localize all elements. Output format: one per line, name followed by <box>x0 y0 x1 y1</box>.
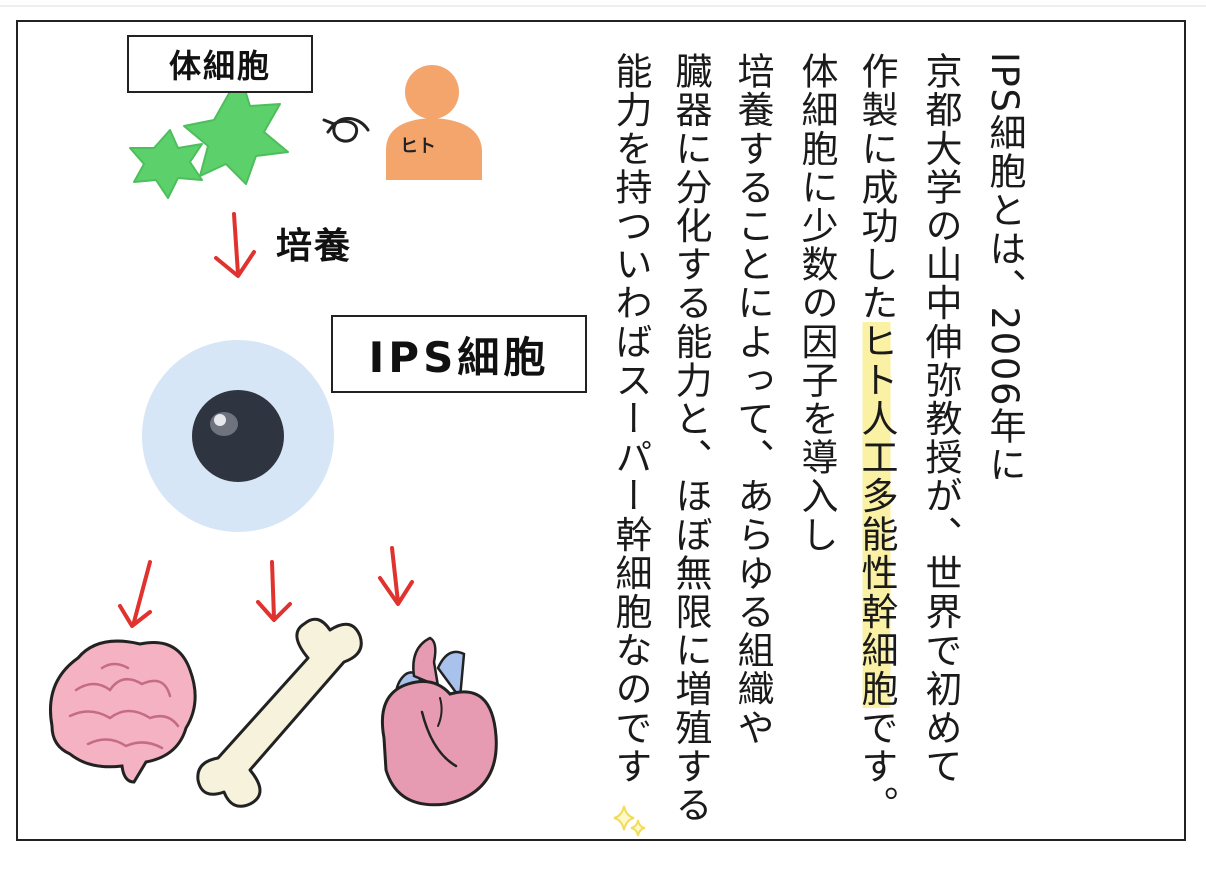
text-line-1: IPS細胞とは、2006年に <box>974 52 1034 484</box>
text-line-5: 培養することによって、あらゆる組織や <box>722 52 782 747</box>
top-divider <box>0 5 1206 7</box>
brain-icon <box>50 641 195 782</box>
human-figure-icon <box>386 65 482 180</box>
human-label: ヒト <box>400 132 436 158</box>
bone-icon <box>198 619 361 806</box>
sparkle-icon <box>610 802 650 842</box>
text-line-7: 能力を持ついわばスーパー幹細胞なのです <box>600 52 660 785</box>
down-arrow-icon <box>216 214 254 276</box>
text-line-3-before: 作製に成功した <box>855 52 898 322</box>
highlight-term: ヒト人工多能性幹細胞 <box>855 322 898 708</box>
text-line-3: 作製に成功したヒト人工多能性幹細胞です。 <box>846 52 906 824</box>
text-line-3-after: です。 <box>855 708 898 824</box>
ips-cell-icon <box>142 340 334 532</box>
culture-label: 培養 <box>276 217 352 269</box>
ips-cell-label: IPS細胞 <box>331 315 587 393</box>
down-arrow-icon <box>120 548 412 626</box>
heart-icon <box>382 638 496 805</box>
text-line-6: 臓器に分化する能力と、ほぼ無限に増殖する <box>660 52 720 824</box>
text-line-4: 体細胞に少数の因子を導入し <box>786 52 846 554</box>
somatic-cell-label: 体細胞 <box>127 35 313 93</box>
comic-panel: 体細胞 ヒト 培養 IPS細胞 IPS細胞とは、2006年に 京都大学の山中伸弥… <box>16 20 1186 841</box>
text-line-2: 京都大学の山中伸弥教授が、世界で初めて <box>910 52 970 785</box>
curved-arrow-icon <box>324 119 368 142</box>
